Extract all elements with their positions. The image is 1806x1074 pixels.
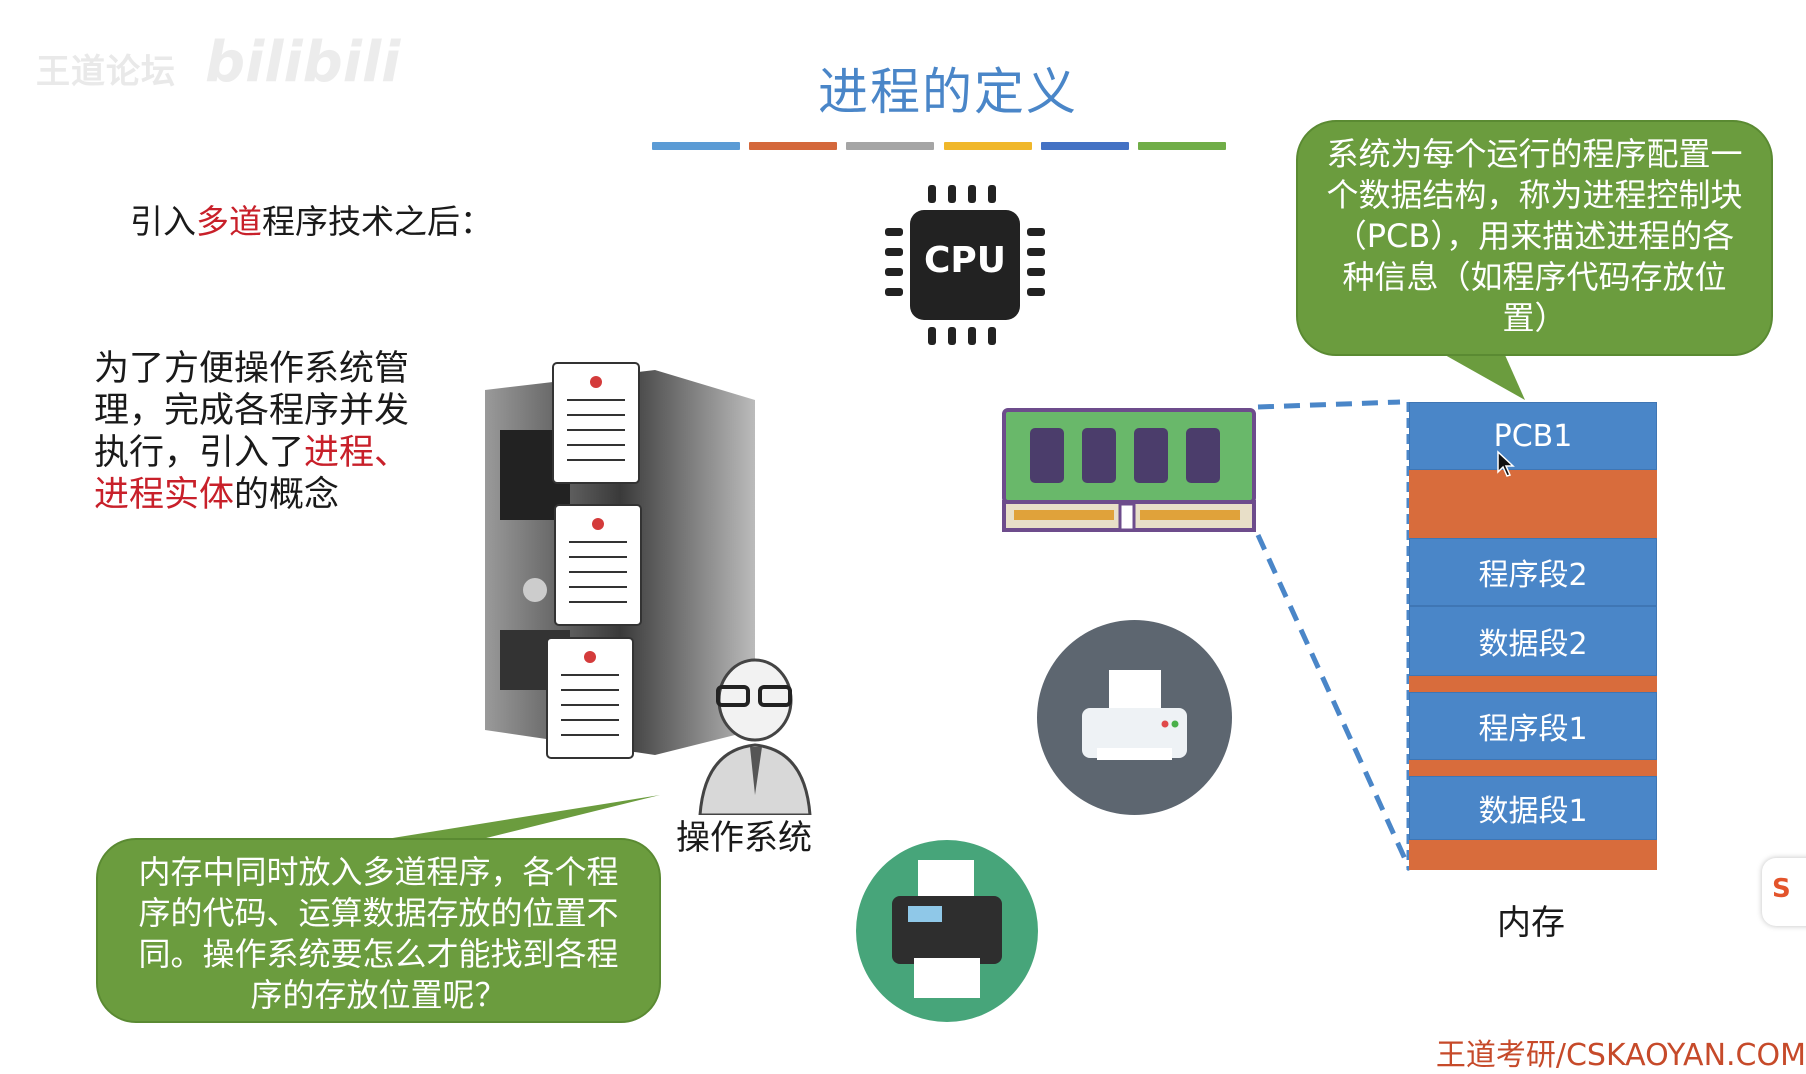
intro-before: 引入 bbox=[130, 202, 196, 241]
title-bar-darkblue bbox=[1041, 142, 1129, 150]
cpu-chip-icon: CPU bbox=[880, 180, 1050, 350]
memory-gap bbox=[1409, 470, 1657, 538]
cpu-label: CPU bbox=[923, 240, 1007, 281]
callout-right: 系统为每个运行的程序配置一个数据结构，称为进程控制块（PCB），用来描述进程的各… bbox=[1296, 120, 1773, 356]
watermark-text: 王道论坛 bbox=[36, 52, 176, 92]
memory-block-data1: 数据段1 bbox=[1409, 776, 1657, 840]
memory-block-program2: 程序段2 bbox=[1409, 538, 1657, 606]
title-bar-gray bbox=[846, 142, 934, 150]
memory-gap bbox=[1409, 840, 1657, 870]
scanner-printer-icon bbox=[856, 840, 1038, 1022]
callout-left: 内存中同时放入多道程序，各个程序的代码、运算数据存放的位置不同。操作系统要怎么才… bbox=[96, 838, 661, 1023]
intro-highlight: 多道 bbox=[196, 202, 262, 241]
document-stack bbox=[546, 362, 642, 759]
memory-label: 内存 bbox=[1497, 903, 1565, 943]
footer-brand: 王道考研/CSKAOYAN.COM bbox=[1435, 1038, 1806, 1073]
title-bar-yellow bbox=[944, 142, 1032, 150]
bilibili-logo: bilibili bbox=[205, 30, 401, 95]
slide-title: 进程的定义 bbox=[818, 63, 1078, 121]
concept-line-a: 为了方便操作系统管理，完成各程序并发执行，引入了 bbox=[94, 349, 410, 473]
memory-gap bbox=[1409, 760, 1657, 776]
title-bar-green bbox=[1138, 142, 1226, 150]
os-label: 操作系统 bbox=[676, 818, 812, 858]
intro-after: 程序技术之后： bbox=[262, 202, 493, 241]
concept-text: 为了方便操作系统管理，完成各程序并发执行，引入了进程、进程实体的概念 bbox=[94, 348, 434, 516]
server-tower-icon bbox=[475, 360, 765, 760]
concept-line-b: 的概念 bbox=[234, 475, 340, 515]
printer-icon bbox=[1037, 620, 1232, 815]
title-bar-blue bbox=[652, 142, 740, 150]
mouse-cursor-icon bbox=[1496, 450, 1516, 482]
memory-gap bbox=[1409, 676, 1657, 692]
intro-text: 引入多道程序技术之后： bbox=[130, 195, 493, 243]
sogou-ime-icon[interactable]: S bbox=[1762, 858, 1806, 926]
concept-highlight: 进程、进程实体 bbox=[94, 433, 410, 515]
memory-block-program1: 程序段1 bbox=[1409, 692, 1657, 760]
memory-block-pcb1: PCB1 bbox=[1409, 402, 1657, 470]
os-person-icon bbox=[690, 655, 820, 817]
title-bar-orange bbox=[749, 142, 837, 150]
memory-block-data2: 数据段2 bbox=[1409, 606, 1657, 676]
ram-stick-icon bbox=[1000, 400, 1260, 540]
